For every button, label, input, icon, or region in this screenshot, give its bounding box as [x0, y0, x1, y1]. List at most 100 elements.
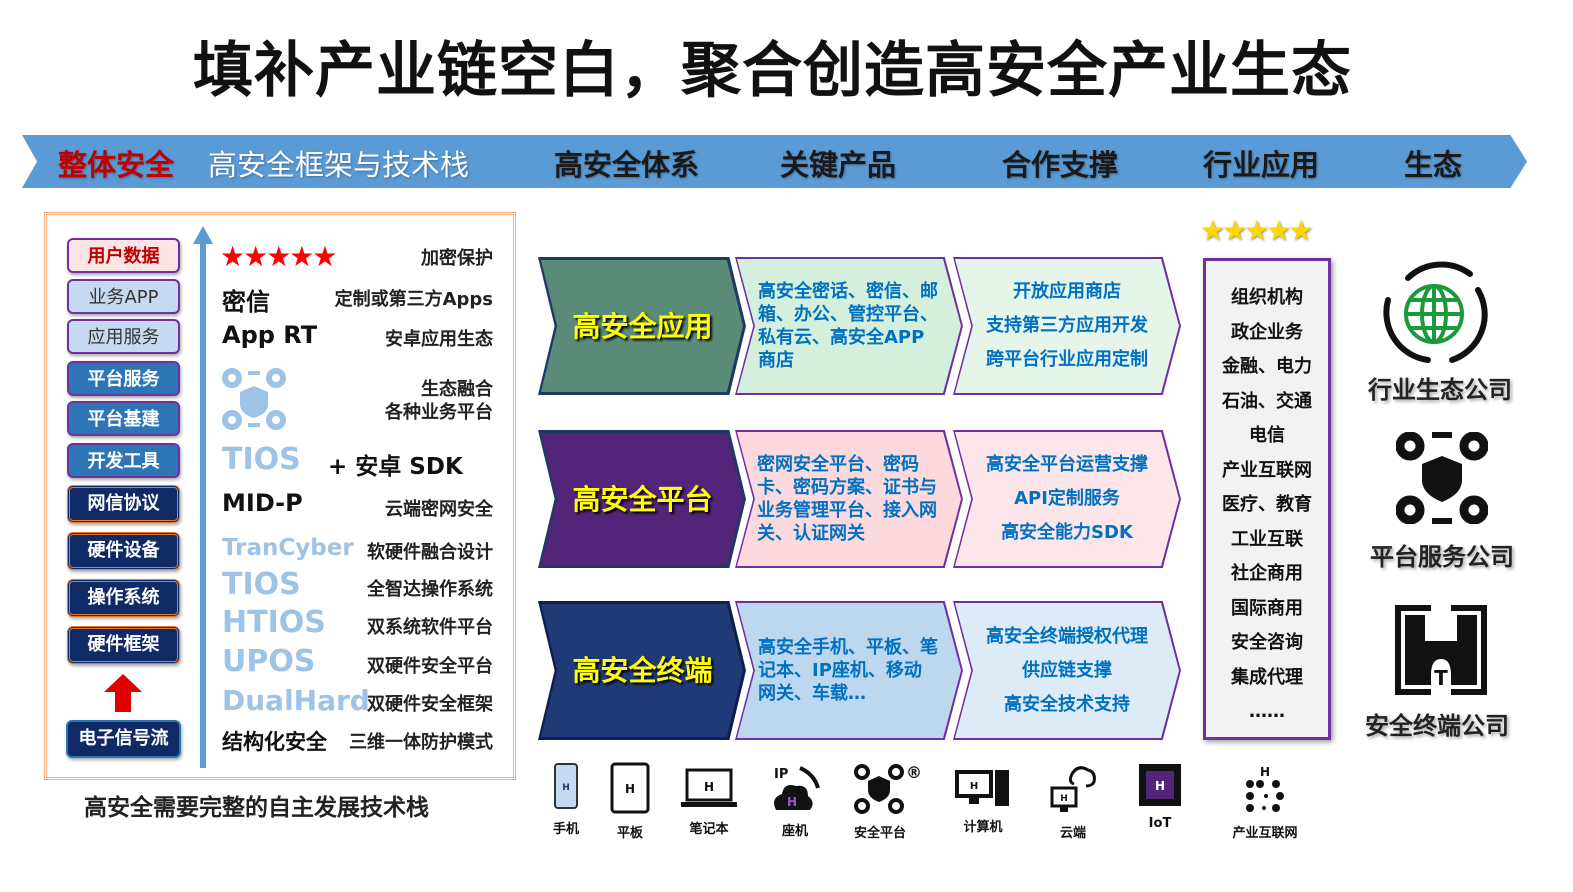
h-mark: H — [704, 780, 714, 794]
vertical-arrow-icon — [193, 226, 213, 768]
device-label: 安全平台 — [853, 826, 906, 841]
stack-tech: MID-P — [222, 489, 303, 517]
security-platform-icon: ® — [854, 763, 920, 814]
support-item: 开放应用商店 — [1013, 281, 1121, 302]
industry-item: 集成代理 — [1231, 666, 1303, 688]
stack-caption: 高安全需要完整的自主发展技术栈 — [84, 795, 429, 821]
registered-mark: ® — [906, 763, 920, 782]
page-title: 填补产业链空白，聚合创造高安全产业生态 — [193, 36, 1352, 106]
support-item: 高安全终端授权代理 — [986, 625, 1148, 647]
stack-desc: 各种业务平台 — [385, 402, 493, 423]
stack-desc: 定制或第三方Apps — [334, 289, 493, 310]
system-products: 密网安全平台、密码卡、密码方案、证书与业务管理平台、接入网关、认证网关 — [757, 454, 937, 544]
device-label: 笔记本 — [689, 822, 729, 837]
industry-list: 组织机构 政企业务 金融、电力 石油、交通 电信 产业互联网 医疗、教育 工业互… — [1203, 258, 1331, 740]
stack-tech: 密信 — [222, 288, 270, 316]
industry-item: …… — [1249, 701, 1285, 722]
system-name: 高安全平台 — [572, 482, 713, 516]
h-mark: H — [787, 795, 797, 809]
industry-item: 政企业务 — [1231, 321, 1303, 343]
stack-tech: DualHard — [222, 684, 370, 717]
security-terminal-logo-icon: T — [1395, 605, 1487, 695]
layer-user-data: 用户数据 — [67, 238, 180, 273]
h-mark: H — [625, 782, 635, 796]
layer-platform-infra: 平台基建 — [67, 401, 180, 436]
h-mark: H — [1060, 794, 1068, 804]
layer-platform-service: 平台服务 — [67, 361, 180, 396]
computer-icon: H — [955, 770, 1009, 806]
phone-icon: H — [554, 763, 578, 809]
device-tablet: H 平板 — [590, 762, 670, 841]
rating-stars-icon: ★★★★★ — [220, 240, 338, 273]
stack-desc: 软硬件融合设计 — [367, 542, 493, 563]
stack-desc: 全智达操作系统 — [367, 579, 493, 600]
device-label: 平板 — [616, 826, 643, 841]
laptop-icon: H — [681, 768, 737, 807]
industry-item: 社企商用 — [1231, 563, 1303, 584]
h-mark: H — [1260, 765, 1270, 779]
industry-item: 石油、交通 — [1222, 390, 1312, 412]
device-label: 计算机 — [963, 820, 1003, 835]
layer-business-app: 业务APP — [67, 279, 180, 314]
layer-os: 操作系统 — [67, 579, 180, 617]
eco-company: 行业生态公司 — [1368, 376, 1512, 404]
layer-app-service: 应用服务 — [67, 319, 180, 354]
stack-tech: 结构化安全 — [222, 730, 327, 754]
banner-item: 合作支撑 — [1002, 148, 1119, 182]
industry-item: 国际商用 — [1231, 597, 1303, 619]
ip-phone-icon: IPH — [774, 766, 820, 810]
layer-hardware-device: 硬件设备 — [67, 532, 180, 570]
stack-desc: + 安卓 SDK — [328, 454, 463, 480]
platform-icon — [222, 368, 286, 430]
industry-item: 安全咨询 — [1231, 632, 1303, 653]
banner-item: 关键产品 — [780, 148, 897, 182]
industry-item: 医疗、教育 — [1222, 494, 1312, 515]
stack-desc: 生态融合 — [421, 379, 493, 400]
stack-desc: 云端密网安全 — [385, 499, 493, 520]
layer-protocol: 网信协议 — [67, 485, 180, 523]
banner-item: 高安全体系 — [554, 148, 700, 182]
system-support: 高安全终端授权代理供应链支撑高安全技术支持 — [970, 601, 1164, 740]
system-products: 高安全手机、平板、笔记本、IP座机、移动网关、车载… — [758, 637, 938, 704]
industry-item: 金融、电力 — [1222, 356, 1312, 377]
cloud-icon: H — [1050, 766, 1096, 812]
header-banner — [22, 135, 1527, 188]
device-label: 座机 — [781, 824, 808, 839]
stack-tech: TranCyber — [222, 535, 354, 561]
stack-desc: 双系统软件平台 — [367, 617, 493, 638]
industry-stars-icon: ★★★★★ — [1200, 214, 1314, 247]
stack-desc: 加密保护 — [421, 248, 493, 269]
stack-desc: 三维一体防护模式 — [349, 732, 493, 753]
stack-desc: 双硬件安全框架 — [367, 694, 493, 715]
stack-tech: TIOS — [222, 442, 301, 477]
stack-tech: HTIOS — [222, 605, 326, 640]
support-item: 供应链支撑 — [1022, 659, 1112, 681]
logo-letter: T — [1434, 666, 1448, 690]
device-computer: H 计算机 — [943, 762, 1023, 835]
industrial-internet-icon: H — [1246, 765, 1284, 812]
device-laptop: H 笔记本 — [669, 762, 749, 837]
iot-chip-icon: H — [1139, 764, 1181, 806]
system-name: 高安全终端 — [572, 654, 713, 687]
device-industrial-internet: H 产业互联网 — [1225, 762, 1305, 841]
device-cloud: H 云端 — [1033, 762, 1113, 841]
h-mark: H — [1155, 779, 1165, 793]
stack-tech: UPOS — [222, 644, 316, 679]
industry-item: 电信 — [1249, 425, 1285, 446]
h-mark: H — [562, 783, 570, 793]
device-security-platform: ® 安全平台 — [840, 762, 920, 841]
layer-dev-tools: 开发工具 — [67, 443, 180, 478]
device-label: 产业互联网 — [1232, 826, 1298, 841]
tech-stack-panel — [44, 212, 516, 780]
stack-desc: 安卓应用生态 — [385, 329, 493, 350]
device-label: 云端 — [1059, 826, 1086, 841]
support-item: 高安全能力SDK — [1001, 522, 1133, 543]
industry-item: 组织机构 — [1231, 287, 1303, 308]
tablet-icon: H — [610, 762, 650, 814]
device-label: 手机 — [552, 822, 579, 837]
banner-item: 高安全框架与技术栈 — [208, 148, 470, 182]
industry-item: 产业互联网 — [1222, 459, 1312, 481]
